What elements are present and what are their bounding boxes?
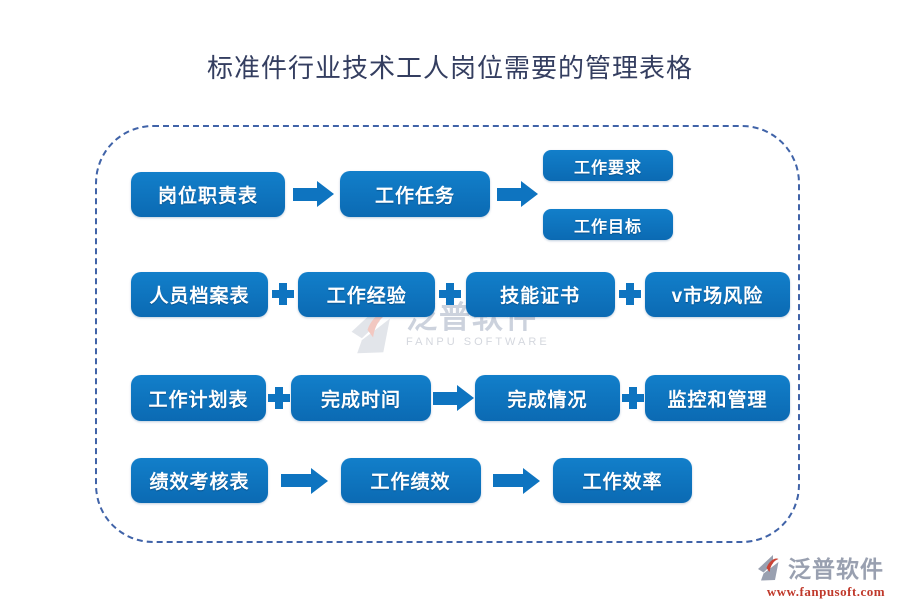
arrow-head: [317, 181, 334, 207]
box-work-experience: 工作经验: [298, 271, 436, 317]
arrow-head: [521, 181, 538, 207]
plus-icon: [621, 387, 644, 409]
footer-brand: 泛普软件: [788, 556, 884, 582]
footer-url: www.fanpusoft.com: [766, 584, 886, 599]
arrow-right-icon: [493, 467, 541, 494]
box-performance-assessment-table: 绩效考核表: [131, 458, 268, 503]
arrow-head: [456, 385, 474, 411]
arrow-head: [523, 467, 541, 494]
arrow-right-icon: [497, 181, 538, 207]
watermark-caption: FANPU SOFTWARE: [406, 336, 550, 348]
arrow-bar: [293, 187, 317, 201]
flow-row-4: 绩效考核表 工作绩效 工作效率: [131, 458, 692, 503]
box-work-task: 工作任务: [340, 171, 490, 217]
plus-icon: [272, 283, 295, 305]
box-completion-time: 完成时间: [291, 375, 431, 421]
fanpu-logo-icon: [758, 555, 779, 581]
arrow-bar: [432, 391, 457, 405]
page-title: 标准件行业技术工人岗位需要的管理表格: [206, 54, 693, 83]
arrow-bar: [497, 187, 521, 201]
arrow-head: [310, 467, 328, 494]
arrow-right-icon: [432, 385, 474, 411]
box-market-risk: v市场风险: [644, 271, 790, 317]
arrow-bar: [280, 474, 311, 487]
footer-brand-block: 泛普软件 www.fanpusoft.com: [755, 550, 897, 600]
box-work-performance: 工作绩效: [340, 458, 481, 503]
plus-icon: [618, 283, 641, 305]
arrow-bar: [493, 474, 524, 487]
box-skill-certificate: 技能证书: [465, 271, 615, 317]
flow-row-2: 人员档案表 工作经验 技能证书 v市场风险: [131, 271, 790, 317]
box-completion-status: 完成情况: [475, 375, 620, 421]
box-monitor-and-manage: 监控和管理: [645, 375, 790, 421]
arrow-right-icon: [280, 467, 328, 494]
box-work-efficiency: 工作效率: [553, 458, 692, 503]
arrow-right-icon: [293, 181, 334, 207]
dashed-frame: [95, 125, 800, 543]
footer-brand-row: 泛普软件: [755, 550, 897, 584]
box-work-requirement: 工作要求: [543, 150, 673, 181]
plus-icon: [439, 283, 462, 305]
plus-icon: [267, 387, 290, 409]
flow-row-3: 工作计划表 完成时间 完成情况 监控和管理: [131, 375, 790, 421]
box-personnel-file-table: 人员档案表: [131, 271, 268, 317]
box-position-duty-table: 岗位职责表: [131, 172, 285, 217]
box-work-goal: 工作目标: [543, 209, 673, 240]
box-work-plan-table: 工作计划表: [131, 375, 266, 421]
